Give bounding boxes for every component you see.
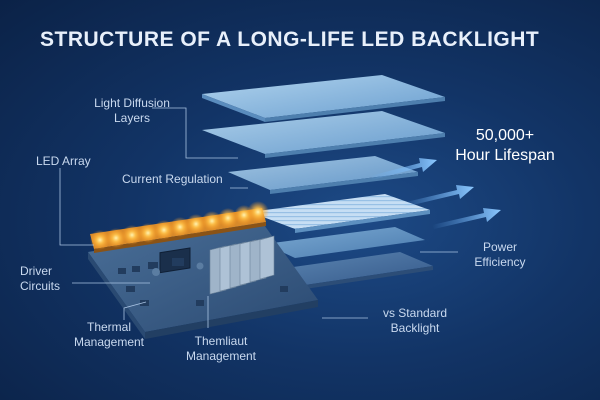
leader-led-array [59,168,94,246]
diffusion-layer-second-front [265,133,445,158]
label-themliaut-management: Themliaut Management [176,334,266,364]
leader-light-diffusion [152,107,238,159]
lower-plate [265,227,425,258]
reflector-layer-front [295,210,430,233]
label-line: Light Diffusion [94,96,170,110]
label-line: Efficiency [474,255,526,269]
pcb-component [148,262,158,269]
led [122,225,142,245]
pcb-component [280,286,288,292]
diffusion-layer-top [202,75,445,118]
led [106,228,126,248]
led [186,214,206,234]
base-plate-front [305,266,433,289]
led [154,220,174,240]
label-driver-circuits: Driver Circuits [20,264,60,294]
led [218,208,238,228]
led-strip-face [94,222,266,253]
label-line: Management [73,335,145,349]
label-line: Management [185,349,257,363]
pcb-component [172,258,184,266]
label-line: Layers [113,111,151,125]
pcb-component [132,266,140,272]
led [170,217,190,237]
label-power-efficiency: Power Efficiency [460,240,540,270]
led [90,230,110,250]
pcb-component [196,300,204,306]
light-arrow [402,185,474,207]
leader-lines [59,107,458,328]
label-line: 50,000+ [475,127,535,144]
pcb-capacitor [152,268,160,276]
led [247,201,269,223]
diffusion-layer-top-front [265,97,445,122]
label-thermal-management: Thermal Management [64,320,154,350]
reflector-layer [250,194,430,229]
label-line: Driver [20,264,52,278]
driver-pcb-left [88,252,145,339]
pcb-component [118,268,126,274]
label-current-regulation: Current Regulation [122,172,223,186]
diffusion-layer-top-edge [202,94,265,122]
pcb-component [126,286,135,292]
led-array [90,201,269,250]
label-line: Hour Lifespan [455,147,555,164]
light-guide-layer [228,156,418,190]
label-line: vs Standard [382,306,448,320]
heat-sink [209,235,275,295]
heat-sink-fin [259,235,275,280]
led [138,223,158,243]
base-plate [272,252,433,285]
label-line: Themliaut [194,334,248,348]
light-arrow [370,158,437,180]
led [202,211,222,231]
label-led-array: LED Array [36,154,91,168]
page-title: STRUCTURE OF A LONG-LIFE LED BACKLIGHT [40,28,540,51]
leader-thermal [123,301,147,320]
label-line: Thermal [86,320,131,334]
label-line: Power [482,240,517,254]
label-lifespan: 50,000+ Hour Lifespan [440,126,570,166]
pcb-capacitor [196,262,204,270]
label-vs-standard: vs Standard Backlight [370,306,460,336]
diffusion-layer-second [202,111,445,154]
pcb-components [118,258,288,306]
label-line: Circuits [20,279,61,293]
efficiency-arrows [370,158,501,229]
light-arrow [432,208,501,229]
driver-pcb-front [145,300,318,339]
label-line: Backlight [390,321,440,335]
label-light-diffusion: Light Diffusion Layers [82,96,182,126]
pcb-component [140,300,149,306]
